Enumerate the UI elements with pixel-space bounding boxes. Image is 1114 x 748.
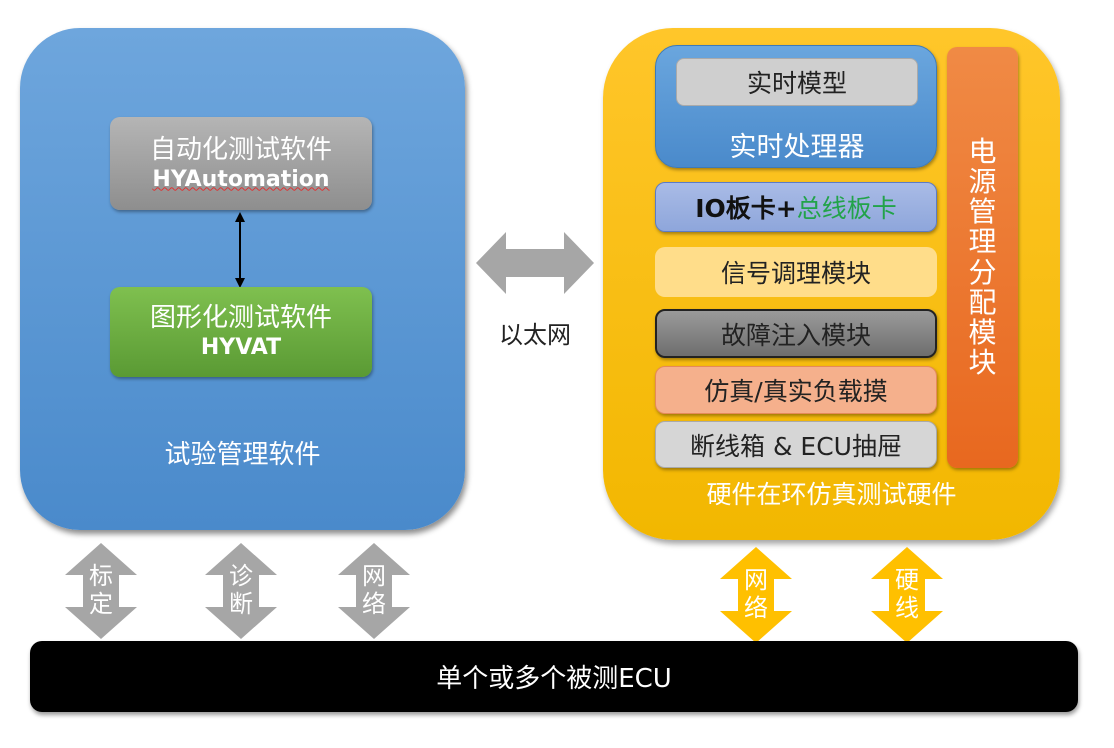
- power-distribution-box: 电 源 管 理 分 配 模 块: [947, 47, 1018, 468]
- arrow-char: 络: [744, 594, 768, 622]
- interface-arrow-hw-network: 网 络: [720, 547, 792, 643]
- arrow-char: 网: [362, 562, 386, 591]
- ethernet-label: 以太网: [499, 320, 571, 349]
- bus-board-label: 总线板卡: [796, 194, 897, 223]
- arrow-char: 标: [89, 562, 113, 591]
- power-char: 配: [968, 285, 997, 319]
- ecu-under-test-bar: 单个或多个被测ECU: [30, 641, 1078, 712]
- arrow-char: 断: [229, 590, 253, 618]
- load-simulation-box: 仿真/真实负载摸: [655, 366, 937, 414]
- automation-software-box: 自动化测试软件 HYAutomation: [110, 117, 372, 210]
- power-char: 分: [968, 255, 997, 289]
- interface-arrow-network: 网 络: [338, 543, 410, 639]
- arrow-char: 线: [895, 594, 919, 622]
- realtime-processor-label: 实时处理器: [729, 131, 865, 163]
- interface-arrow-hardwire: 硬 线: [871, 547, 943, 643]
- automation-name-cn: 自动化测试软件: [149, 134, 332, 165]
- power-char: 电: [968, 134, 997, 168]
- hardware-panel-title: 硬件在环仿真测试硬件: [706, 480, 957, 509]
- breakout-box: 断线箱 & ECU抽屉: [655, 421, 937, 468]
- graphical-name-en: HYVAT: [200, 335, 282, 361]
- arrow-char: 硬: [895, 566, 919, 595]
- arrow-char: 网: [744, 566, 768, 595]
- power-char: 源: [968, 164, 997, 198]
- interface-arrow-diagnostics: 诊 断: [205, 543, 277, 639]
- realtime-processor-box: 实时模型 实时处理器: [655, 45, 937, 168]
- io-board-label: IO板卡+: [695, 194, 797, 223]
- power-char: 管: [968, 195, 997, 229]
- graphical-software-box: 图形化测试软件 HYVAT: [110, 287, 372, 377]
- arrow-char: 诊: [229, 562, 253, 591]
- power-char: 块: [968, 346, 997, 380]
- automation-name-en: HYAutomation: [152, 166, 330, 192]
- ethernet-double-arrow-icon: [476, 232, 594, 294]
- fault-injection-box: 故障注入模块: [655, 309, 937, 358]
- interface-arrow-calibration: 标 定: [65, 543, 137, 639]
- double-arrow-icon: [871, 547, 943, 643]
- software-panel-title: 试验管理软件: [164, 439, 321, 470]
- power-char: 模: [968, 315, 997, 349]
- double-arrow-icon: [338, 543, 410, 639]
- bidirectional-arrow-icon: [235, 212, 245, 288]
- realtime-model-box: 实时模型: [676, 58, 918, 106]
- double-arrow-icon: [720, 547, 792, 643]
- signal-conditioning-box: 信号调理模块: [655, 247, 937, 297]
- arrow-char: 络: [362, 590, 386, 618]
- io-bus-board-box: IO板卡+总线板卡: [655, 182, 937, 232]
- power-char: 理: [968, 225, 997, 259]
- arrow-char: 定: [89, 590, 113, 618]
- double-arrow-icon: [205, 543, 277, 639]
- graphical-name-cn: 图形化测试软件: [149, 303, 332, 334]
- double-arrow-icon: [65, 543, 137, 639]
